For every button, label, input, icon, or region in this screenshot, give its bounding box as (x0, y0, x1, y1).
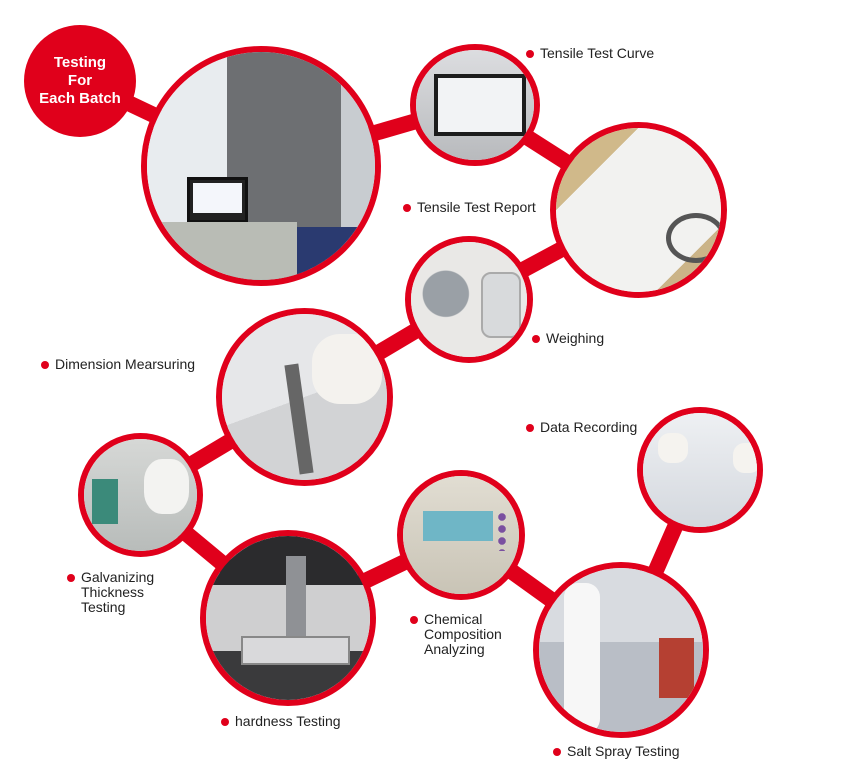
bullet-icon (410, 616, 418, 624)
photo-hardness-testing (200, 530, 376, 706)
photo-tensile-curve (410, 44, 540, 166)
label-text: Dimension Mearsuring (55, 356, 196, 372)
label-text: Tensile Test Curve (540, 45, 655, 61)
photo-weighing (405, 236, 533, 363)
label-tensile-test-report: Tensile Test Report (403, 199, 536, 215)
badge-line-2: For (67, 72, 93, 89)
bullet-icon (41, 361, 49, 369)
photo-dimension-measuring (216, 308, 393, 486)
bullet-icon (553, 748, 561, 756)
photo-galvanizing-thickness (78, 433, 203, 557)
bullet-icon (67, 574, 75, 582)
photo-chemical-analyzer (397, 470, 525, 600)
label-text: Data Recording (540, 419, 638, 435)
label-text: Salt Spray Testing (567, 743, 680, 759)
bullet-icon (526, 50, 534, 58)
label-text-2: Thickness (81, 584, 145, 600)
photo-tensile-machine (141, 46, 381, 286)
bullet-icon (532, 335, 540, 343)
bullet-icon (221, 718, 229, 726)
testing-badge: Testing For Each Batch (24, 25, 136, 137)
badge-line-1: Testing (53, 54, 107, 71)
label-text: Galvanizing (81, 569, 155, 585)
badge-line-3: Each Batch (39, 90, 121, 107)
label-tensile-test-curve: Tensile Test Curve (526, 45, 655, 61)
photo-salt-spray (533, 562, 709, 738)
label-text-3: Analyzing (424, 641, 485, 657)
photo-test-report (550, 122, 727, 298)
label-weighing: Weighing (532, 330, 605, 346)
label-text-3: Testing (81, 599, 126, 615)
photo-data-recording (637, 407, 763, 533)
label-data-recording: Data Recording (526, 419, 638, 435)
bullet-icon (403, 204, 411, 212)
label-dimension-measuring: Dimension Mearsuring (41, 356, 196, 372)
label-text: Tensile Test Report (417, 199, 536, 215)
label-text: Chemical (424, 611, 483, 627)
label-text-2: Composition (424, 626, 502, 642)
label-hardness-testing: hardness Testing (221, 713, 341, 729)
bullet-icon (526, 424, 534, 432)
label-salt-spray-testing: Salt Spray Testing (553, 743, 680, 759)
label-text: Weighing (546, 330, 605, 346)
label-text: hardness Testing (235, 713, 341, 729)
